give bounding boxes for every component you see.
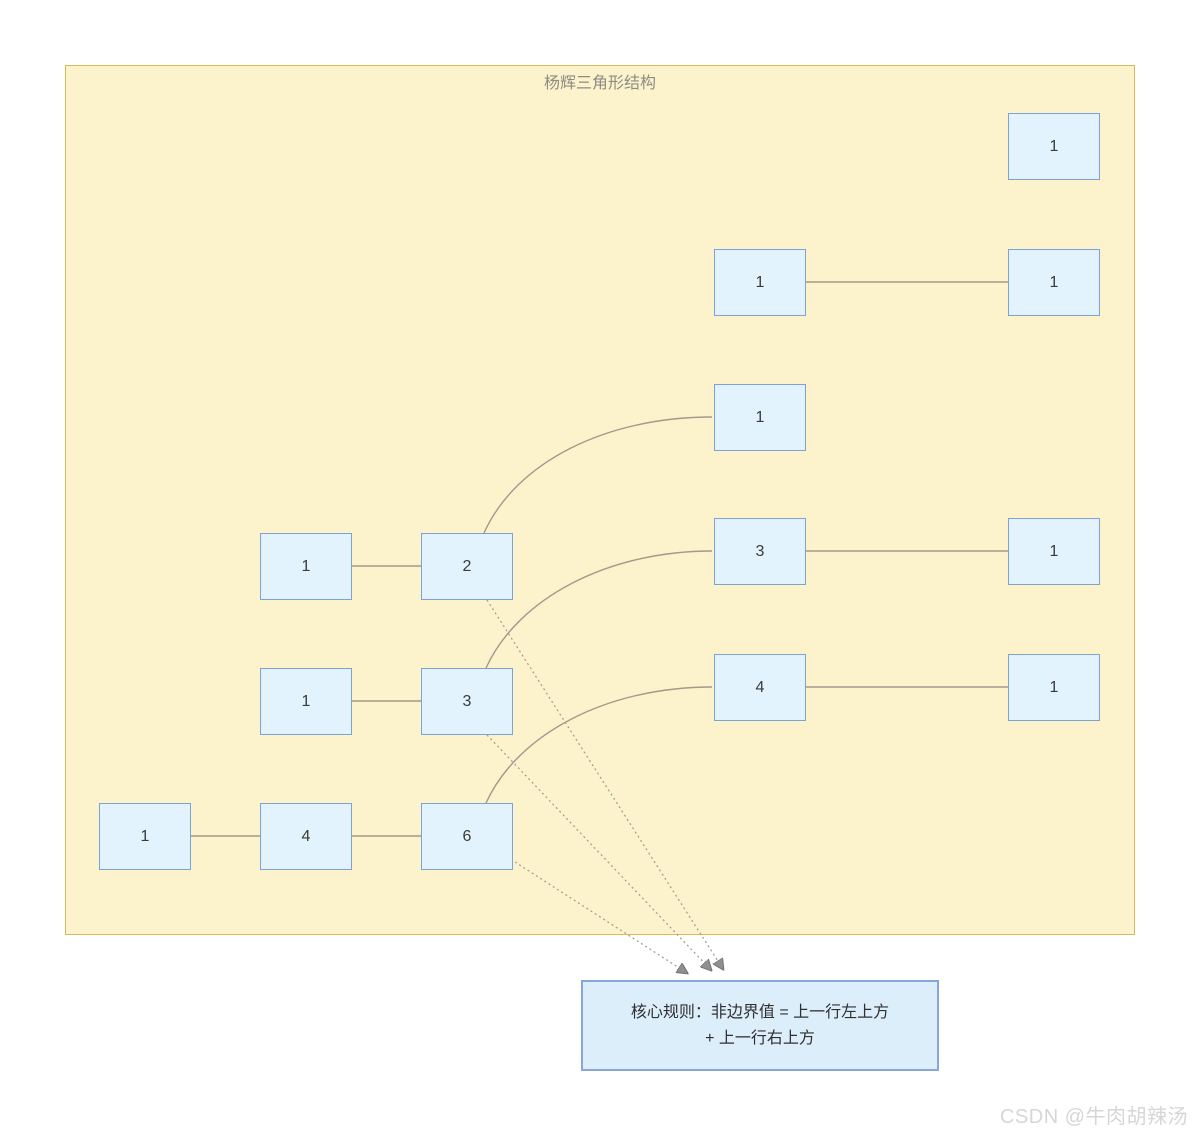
node-row2-col2: 1 <box>1008 249 1100 316</box>
core-rule-line1: 核心规则：非边界值 = 上一行左上方 <box>630 1003 890 1021</box>
node-row4-col4: 1 <box>1008 518 1100 585</box>
diagram-title: 杨辉三角形结构 <box>543 75 656 92</box>
node-row1-col1: 1 <box>1008 113 1100 180</box>
core-rule-box: 核心规则：非边界值 = 上一行左上方 + 上一行右上方 <box>581 980 939 1071</box>
node-row4-col3: 3 <box>714 518 806 585</box>
node-row5-col1: 1 <box>99 803 191 870</box>
node-row2-col1: 1 <box>714 249 806 316</box>
node-row5-col3: 6 <box>421 803 513 870</box>
node-row5-col4: 4 <box>714 654 806 721</box>
node-row5-col5: 1 <box>1008 654 1100 721</box>
watermark: CSDN @牛肉胡辣汤 <box>999 1106 1188 1128</box>
node-row4-col2: 3 <box>421 668 513 735</box>
triangle-group-container <box>65 65 1135 935</box>
node-row4-col1: 1 <box>260 668 352 735</box>
core-rule-line2: + 上一行右上方 <box>705 1029 815 1047</box>
node-row3-col3: 1 <box>714 384 806 451</box>
node-row5-col2: 4 <box>260 803 352 870</box>
node-row3-col1: 1 <box>260 533 352 600</box>
node-row3-col2: 2 <box>421 533 513 600</box>
